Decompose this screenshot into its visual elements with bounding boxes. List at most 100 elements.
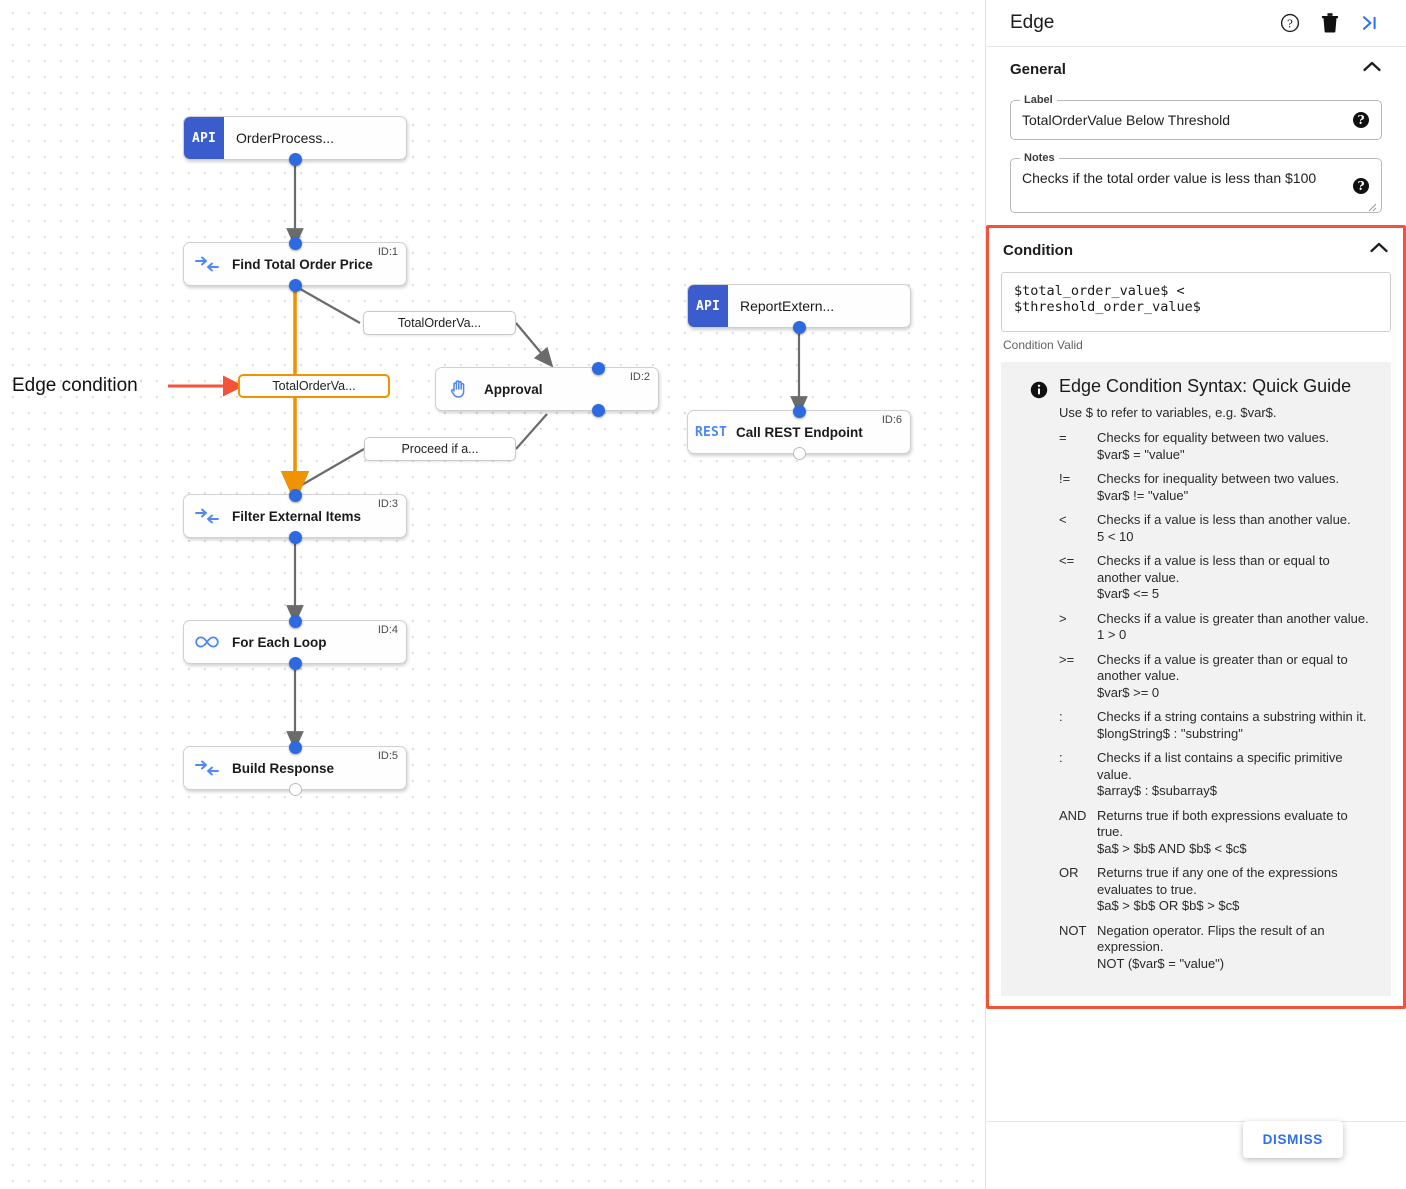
operator-description: Checks if a list contains a specific pri…: [1097, 750, 1343, 782]
api-badge-icon: API: [184, 117, 224, 159]
operator-example: $a$ > $b$ AND $b$ < $c$: [1097, 840, 1247, 856]
node-orderprocess[interactable]: API OrderProcess...: [183, 116, 407, 166]
node-input-port[interactable]: [288, 236, 302, 250]
chevron-up-icon[interactable]: [1369, 241, 1389, 259]
operator-symbol: :: [1059, 750, 1063, 765]
operator-symbol: AND: [1059, 807, 1087, 823]
operator-row: : Checks if a list contains a specific pr…: [1059, 750, 1373, 800]
node-reportextern[interactable]: API ReportExtern...: [687, 284, 911, 334]
operator-description: Negation operator. Flips the result of a…: [1097, 922, 1325, 955]
operator-list: =Checks for equality between two values.…: [1059, 430, 1373, 972]
condition-section-highlight: Condition $total_order_value$ < $thresho…: [986, 225, 1406, 1009]
general-section-header[interactable]: General: [1000, 47, 1392, 91]
node-input-port[interactable]: [592, 361, 605, 375]
operator-symbol: <: [1059, 512, 1067, 527]
operator-description: Checks if a value is less than or equal …: [1097, 553, 1330, 585]
info-icon: [1019, 376, 1059, 980]
operator-example: 5 < 10: [1097, 528, 1134, 544]
guide-heading: Edge Condition Syntax: Quick Guide: [1059, 376, 1352, 396]
label-field-value[interactable]: TotalOrderValue Below Threshold: [1022, 112, 1231, 128]
label-help-icon[interactable]: ?: [1353, 112, 1369, 128]
notes-help-icon[interactable]: ?: [1353, 177, 1369, 194]
help-icon[interactable]: ?: [1270, 13, 1310, 33]
node-output-port[interactable]: [288, 656, 302, 670]
operator-description-block: Checks if a string contains a substring …: [1097, 709, 1373, 742]
operator-description-block: Checks if a list contains a specific pri…: [1097, 750, 1373, 800]
edge-label-selected-condition[interactable]: TotalOrderVa...: [238, 374, 390, 398]
operator-row: >=Checks if a value is greater than or e…: [1059, 652, 1373, 702]
operator-description-block: Negation operator. Flips the result of a…: [1097, 923, 1373, 973]
operator-description: Checks for equality between two values.: [1097, 430, 1329, 445]
notes-field-value[interactable]: Checks if the total order value is less …: [1022, 170, 1317, 186]
node-output-port[interactable]: [288, 278, 302, 292]
operator-example: $array$ : $subarray$: [1097, 783, 1217, 798]
node-output-port[interactable]: [288, 152, 302, 166]
node-input-port[interactable]: [288, 488, 302, 502]
node-input-port[interactable]: [792, 404, 806, 418]
dismiss-button[interactable]: DISMISS: [1242, 1121, 1343, 1158]
node-build-response[interactable]: Build Response ID:5: [183, 740, 407, 796]
node-output-port[interactable]: [592, 403, 605, 417]
general-section: General Label TotalOrderValue Below Thre…: [986, 47, 1406, 213]
node-for-each-loop[interactable]: For Each Loop ID:4: [183, 614, 407, 670]
condition-expression-input[interactable]: $total_order_value$ < $threshold_order_v…: [1001, 272, 1391, 332]
node-filter-external-items[interactable]: Filter External Items ID:3: [183, 488, 407, 544]
operator-row: != Checks for inequality between two valu…: [1059, 471, 1373, 504]
node-input-port[interactable]: [288, 614, 302, 628]
operator-description: Checks for inequality between two values…: [1097, 471, 1340, 486]
operator-symbol: NOT: [1059, 922, 1087, 938]
operator-description: Checks if a value is less than another v…: [1097, 512, 1351, 527]
footer-divider: [985, 1121, 1406, 1122]
node-find-total-order-price[interactable]: Find Total Order Price ID:1: [183, 236, 407, 292]
node-id-label: ID:4: [377, 624, 398, 636]
collapse-panel-icon[interactable]: [1350, 13, 1390, 33]
operator-description-block: Checks for equality between two values.$…: [1097, 430, 1373, 463]
node-output-port[interactable]: [288, 782, 302, 796]
notes-resize-handle[interactable]: [1367, 199, 1377, 212]
approval-hand-icon: [436, 378, 482, 400]
operator-description: Checks if a value is greater than or equ…: [1097, 651, 1348, 684]
condition-section-title: Condition: [1003, 241, 1073, 259]
node-output-port[interactable]: [288, 530, 302, 544]
operator-row: < Checks if a value is less than another …: [1059, 512, 1373, 545]
edge-label-total-order-value[interactable]: TotalOrderVa...: [363, 311, 516, 335]
operator-description-block: Checks if a value is greater than anothe…: [1097, 611, 1373, 644]
operator-symbol: >: [1059, 610, 1067, 626]
operator-description-block: Checks for inequality between two values…: [1097, 471, 1373, 504]
operator-example: $longString$ : "substring": [1097, 725, 1243, 741]
operator-symbol: :: [1059, 709, 1063, 724]
transform-arrows-icon: [184, 256, 230, 272]
node-title: Build Response: [232, 760, 335, 776]
operator-row: AND Returns true if both expressions eval…: [1059, 808, 1373, 858]
operator-example: $var$ <= 5: [1097, 586, 1160, 601]
node-id-label: ID:3: [377, 498, 398, 510]
operator-description: Returns true if both expressions evaluat…: [1097, 807, 1348, 840]
node-output-port[interactable]: [792, 320, 806, 334]
edge-label-proceed-if-approved[interactable]: Proceed if a...: [364, 437, 516, 461]
node-approval[interactable]: Approval ID:2: [435, 361, 659, 417]
operator-example: NOT ($var$ = "value"): [1097, 955, 1225, 971]
notes-field[interactable]: Notes Checks if the total order value is…: [1010, 152, 1382, 213]
node-id-label: ID:2: [629, 371, 650, 383]
operator-row: > Checks if a value is greater than anoth…: [1059, 611, 1373, 644]
condition-section-header[interactable]: Condition: [1001, 228, 1391, 272]
operator-example: $var$ >= 0: [1097, 684, 1160, 700]
operator-symbol: !=: [1059, 471, 1071, 486]
operator-row: : Checks if a string contains a substring…: [1059, 709, 1373, 742]
node-call-rest-endpoint[interactable]: REST Call REST Endpoint ID:6: [687, 404, 911, 460]
operator-example: $var$ = "value": [1097, 446, 1185, 462]
panel-title: Edge: [1010, 12, 1055, 33]
general-section-title: General: [1010, 60, 1066, 78]
label-field[interactable]: Label TotalOrderValue Below Threshold ?: [1010, 94, 1382, 140]
chevron-up-icon[interactable]: [1362, 60, 1382, 78]
delete-icon[interactable]: [1310, 13, 1350, 33]
node-output-port[interactable]: [792, 446, 806, 460]
node-input-port[interactable]: [288, 740, 302, 754]
label-field-legend: Label: [1020, 94, 1057, 106]
operator-description-block: Checks if a value is greater than or equ…: [1097, 652, 1373, 702]
flow-canvas[interactable]: Edge condition API OrderProcess... Find …: [0, 0, 985, 1189]
panel-header: Edge ?: [986, 0, 1406, 47]
operator-description-block: Checks if a value is less than another v…: [1097, 512, 1373, 545]
operator-example: $var$ != "value": [1097, 487, 1189, 503]
